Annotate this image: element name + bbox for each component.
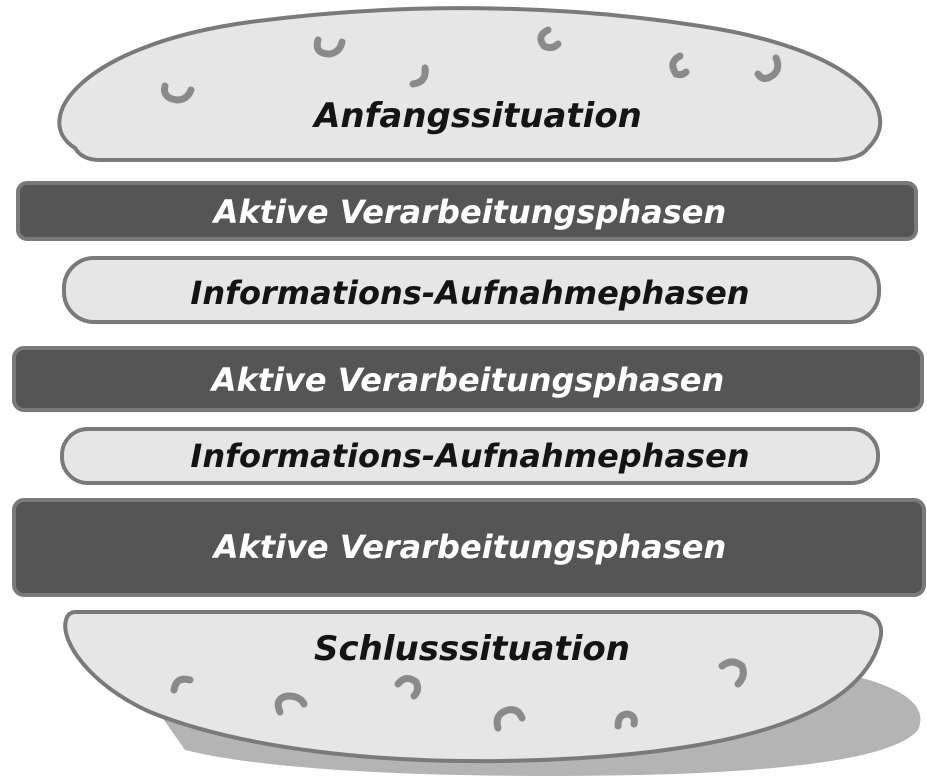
layer-filling-1: Informations-Aufnahmephasen — [64, 258, 879, 322]
label-aktive-verarbeitungsphasen: Aktive Verarbeitungsphasen — [211, 528, 727, 566]
label-informations-aufnahmephasen: Informations-Aufnahmephasen — [190, 437, 749, 475]
label-aktive-verarbeitungsphasen: Aktive Verarbeitungsphasen — [211, 193, 727, 231]
top-bun-shape — [59, 8, 880, 160]
layer-top-bun: Anfangssituation — [59, 8, 880, 160]
label-informations-aufnahmephasen: Informations-Aufnahmephasen — [190, 274, 749, 312]
layer-patty-3: Aktive Verarbeitungsphasen — [14, 500, 924, 595]
layer-patty-1: Aktive Verarbeitungsphasen — [18, 183, 916, 239]
layer-filling-2: Informations-Aufnahmephasen — [62, 429, 878, 483]
layer-patty-2: Aktive Verarbeitungsphasen — [14, 348, 922, 410]
label-schlusssituation: Schlusssituation — [314, 629, 630, 669]
label-aktive-verarbeitungsphasen: Aktive Verarbeitungsphasen — [209, 361, 725, 399]
label-anfangssituation: Anfangssituation — [311, 96, 642, 136]
